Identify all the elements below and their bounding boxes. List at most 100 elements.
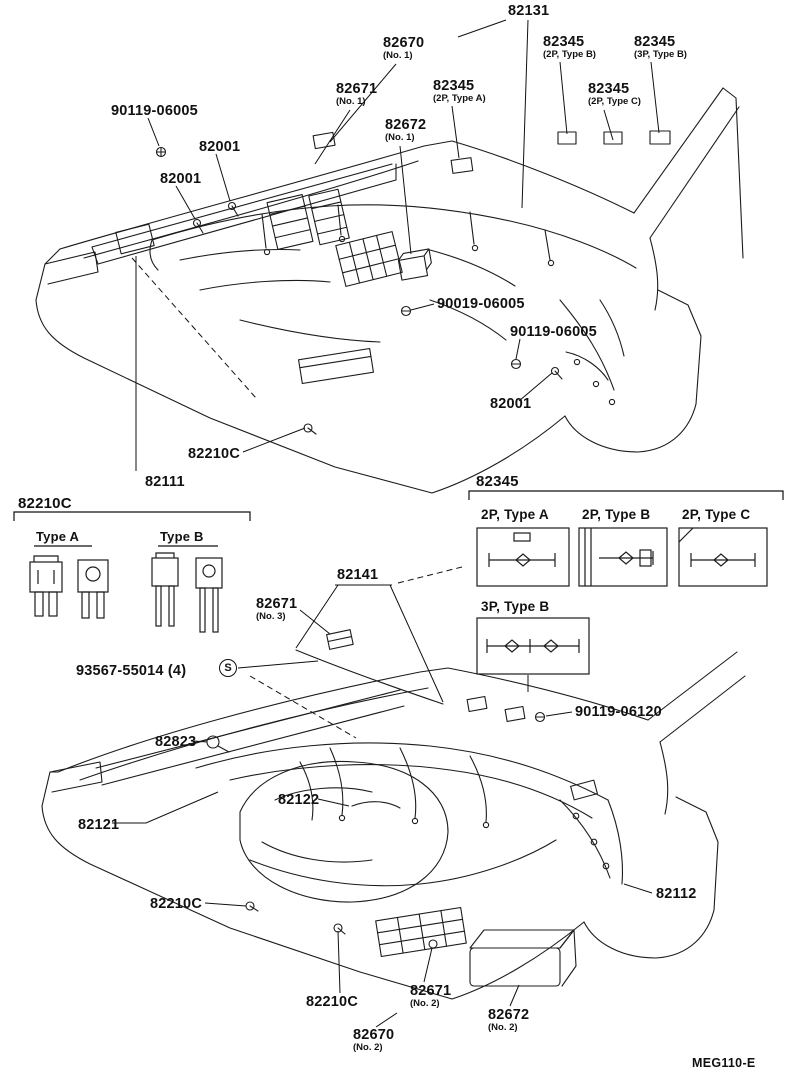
part-number: 82141 <box>337 567 379 583</box>
screw-90119-06005-a <box>155 146 167 158</box>
part-label-82111: 82111 <box>145 474 185 490</box>
relay-block <box>397 248 432 281</box>
part-number: 82210C <box>188 446 240 462</box>
part-number: 82671 <box>256 596 298 612</box>
projection-dashed-lines <box>131 257 467 739</box>
fuse-type-b-label: Type B <box>160 529 204 544</box>
part-label-82345-2p-c: 82345 (2P, Type C) <box>588 81 641 108</box>
part-number: 82345 <box>543 34 585 50</box>
part-number: 82345 <box>433 78 475 94</box>
screw-90019-06005 <box>400 305 412 317</box>
fuse-box-bottom <box>375 906 467 958</box>
part-label-82671-no1: 82671 (No. 1) <box>336 81 378 108</box>
connector-2p-type-b-label: 2P, Type B <box>582 507 651 522</box>
part-label-82345-2p-a: 82345 (2P, Type A) <box>433 78 486 105</box>
part-number: 82210C <box>150 896 202 912</box>
part-variant: (No. 2) <box>353 1042 383 1054</box>
screw-90119-06120 <box>534 711 546 723</box>
part-number: 82672 <box>385 117 427 133</box>
part-number: 82210C <box>306 994 358 1010</box>
part-label-82210c-bottom-left: 82210C <box>150 896 202 912</box>
part-number: 82670 <box>353 1027 395 1043</box>
part-number: 93567-55014 (4) <box>76 663 187 679</box>
part-label-82122: 82122 <box>278 792 320 808</box>
junction-block-1 <box>266 194 314 250</box>
part-label-82345-3p-b: 82345 (3P, Type B) <box>634 34 687 61</box>
connector-82671-no3 <box>326 629 354 650</box>
fuse-box-top <box>335 231 403 287</box>
part-number: 82001 <box>199 139 241 155</box>
part-variant: (No. 3) <box>256 611 286 623</box>
part-label-90019-06005: 90019-06005 <box>437 296 525 312</box>
connector-legend-art <box>476 527 768 675</box>
part-label-82671-no2: 82671 (No. 2) <box>410 983 452 1010</box>
part-number: 82112 <box>656 886 697 902</box>
part-variant: (2P, Type B) <box>543 49 596 61</box>
part-label-82001-a: 82001 <box>199 139 241 155</box>
relay-box-cover <box>469 929 577 987</box>
part-label-82121: 82121 <box>78 817 120 833</box>
part-label-82670-no2: 82670 (No. 2) <box>353 1027 395 1054</box>
part-label-82001-b: 82001 <box>160 171 202 187</box>
fuse-legend-title: 82210C <box>18 495 72 512</box>
bottom-figure <box>41 629 746 1000</box>
part-label-82823: 82823 <box>155 734 197 750</box>
fuse-type-a-label: Type A <box>36 529 80 544</box>
part-number: 82122 <box>278 792 320 808</box>
fuse-legend-art <box>29 552 223 633</box>
connector-2p-type-c-label: 2P, Type C <box>682 507 751 522</box>
part-variant: (No. 1) <box>385 132 415 144</box>
top-figure <box>35 87 744 494</box>
part-label-82131: 82131 <box>508 3 550 19</box>
part-label-82210c-top: 82210C <box>188 446 240 462</box>
part-label-90119-06005-a: 90119-06005 <box>111 103 198 119</box>
connector-3p-type-b-label: 3P, Type B <box>481 599 550 614</box>
legend-brackets <box>13 490 784 547</box>
connector-legend-title: 82345 <box>476 473 519 490</box>
part-number: 82345 <box>588 81 630 97</box>
part-variant: (3P, Type B) <box>634 49 687 61</box>
part-label-82672-no2: 82672 (No. 2) <box>488 1007 530 1034</box>
part-label-82345-2p-b: 82345 (2P, Type B) <box>543 34 596 61</box>
leader-lines <box>112 19 660 1028</box>
part-number: 82001 <box>160 171 202 187</box>
part-label-82670-no1: 82670 (No. 1) <box>383 35 425 62</box>
part-label-82210c-bottom-mid: 82210C <box>306 994 358 1010</box>
part-number: 90019-06005 <box>437 296 525 312</box>
grommet-82823 <box>206 735 230 753</box>
part-number: 82823 <box>155 734 197 750</box>
figure-code: MEG110-E <box>692 1056 756 1070</box>
part-number: 82001 <box>490 396 532 412</box>
screw-symbol-marker: S <box>219 659 237 677</box>
part-number: 82671 <box>336 81 378 97</box>
part-number: 82345 <box>634 34 676 50</box>
part-label-82001-c: 82001 <box>490 396 532 412</box>
ecu-box <box>298 347 374 385</box>
connector-2p-type-a-label: 2P, Type A <box>481 507 549 522</box>
part-label-82112: 82112 <box>656 886 697 902</box>
part-label-90119-06005-b: 90119-06005 <box>510 324 597 340</box>
part-variant: (2P, Type C) <box>588 96 641 108</box>
part-number: 82671 <box>410 983 452 999</box>
part-number: 82121 <box>78 817 120 833</box>
part-variant: (No. 2) <box>410 998 440 1010</box>
part-label-82141: 82141 <box>337 567 379 583</box>
part-label-90119-06120: 90119-06120 <box>575 704 662 720</box>
junction-block-2 <box>308 188 350 246</box>
part-number: 82670 <box>383 35 425 51</box>
part-number: 82672 <box>488 1007 530 1023</box>
part-number: 90119-06005 <box>510 324 597 340</box>
part-variant: (No. 1) <box>336 96 366 108</box>
part-number: 82131 <box>508 3 550 19</box>
part-variant: (No. 2) <box>488 1022 518 1034</box>
part-number: 82111 <box>145 474 185 490</box>
part-label-82672-no1: 82672 (No. 1) <box>385 117 427 144</box>
part-variant: (No. 1) <box>383 50 413 62</box>
part-label-82671-no3: 82671 (No. 3) <box>256 596 298 623</box>
part-number: 90119-06120 <box>575 704 662 720</box>
part-variant: (2P, Type A) <box>433 93 486 105</box>
part-number: 90119-06005 <box>111 103 198 119</box>
part-label-93567-55014: 93567-55014 (4) <box>76 663 187 679</box>
